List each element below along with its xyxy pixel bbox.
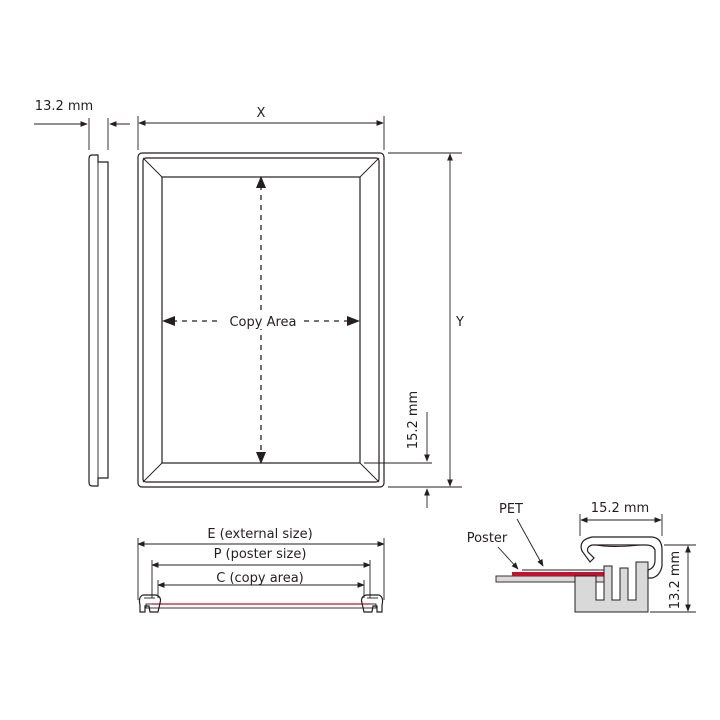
poster-size-label: P (poster size) bbox=[214, 547, 307, 562]
profile-height-label: 13.2 mm bbox=[668, 551, 683, 609]
border-width-dimension: 15.2 mm bbox=[364, 391, 432, 508]
poster-label: Poster bbox=[467, 531, 508, 546]
side-depth-dimension: 13.2 mm bbox=[34, 99, 130, 150]
profile-detail bbox=[495, 536, 663, 613]
height-dimension: Y bbox=[388, 152, 464, 488]
copy-area-label: Copy Area bbox=[229, 315, 296, 330]
pet-label: PET bbox=[499, 502, 523, 517]
frame-section-view bbox=[138, 594, 384, 613]
external-size-label: E (external size) bbox=[207, 527, 312, 542]
side-depth-label: 13.2 mm bbox=[35, 99, 93, 114]
profile-width-dimension: 15.2 mm bbox=[579, 501, 663, 536]
copy-area-arrows: Copy Area bbox=[162, 176, 360, 464]
size-dimensions: E (external size) P (poster size) C (cop… bbox=[137, 527, 385, 600]
copy-size-label: C (copy area) bbox=[216, 571, 304, 586]
height-label: Y bbox=[455, 315, 464, 330]
poster-strip bbox=[512, 572, 608, 576]
width-dimension: X bbox=[137, 106, 385, 150]
border-width-label: 15.2 mm bbox=[406, 391, 421, 449]
side-view bbox=[88, 154, 109, 487]
profile-height-dimension: 13.2 mm bbox=[650, 544, 696, 613]
width-label: X bbox=[257, 106, 266, 121]
profile-width-label: 15.2 mm bbox=[591, 501, 649, 516]
profile-labels: PET Poster bbox=[467, 502, 544, 570]
